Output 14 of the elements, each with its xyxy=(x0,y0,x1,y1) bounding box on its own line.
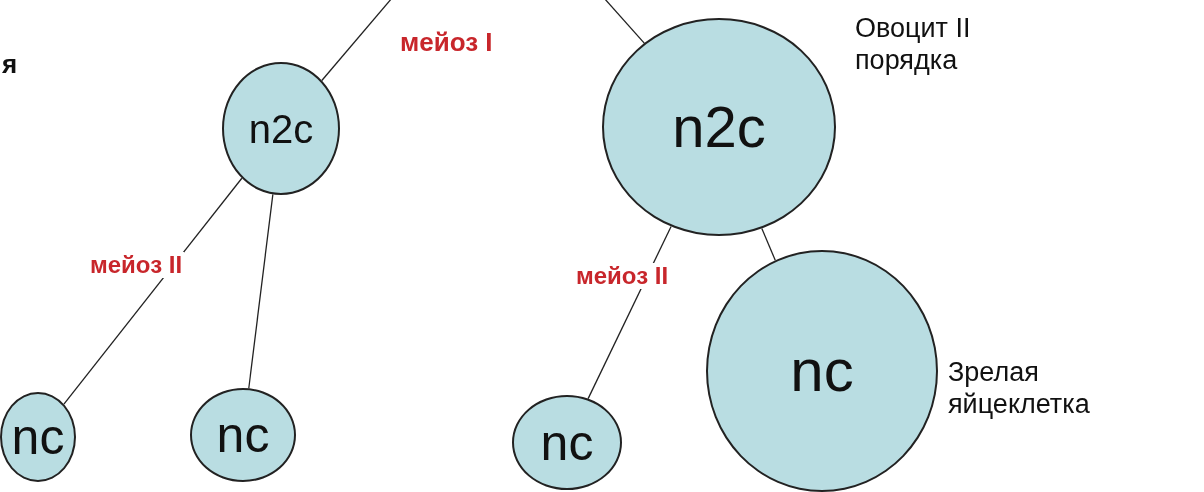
chromosome-formula: nc xyxy=(790,341,854,401)
connector-line xyxy=(63,177,243,405)
connector-line xyxy=(603,0,645,44)
cell-caption: Овоцит II порядка xyxy=(855,12,972,77)
chromosome-formula: n2c xyxy=(248,108,314,149)
chromosome-formula: nc xyxy=(216,410,270,460)
connector-line xyxy=(248,193,274,389)
cell-caption: Зрелая яйцеклетка xyxy=(948,356,1091,421)
connector-line xyxy=(761,227,776,261)
chromosome-formula: n2c xyxy=(672,98,766,156)
chromosome-formula: nc xyxy=(540,417,594,468)
connector-line xyxy=(321,0,393,82)
chromosome-formula: nc xyxy=(11,412,65,462)
division-label: мейоз II xyxy=(88,252,185,279)
